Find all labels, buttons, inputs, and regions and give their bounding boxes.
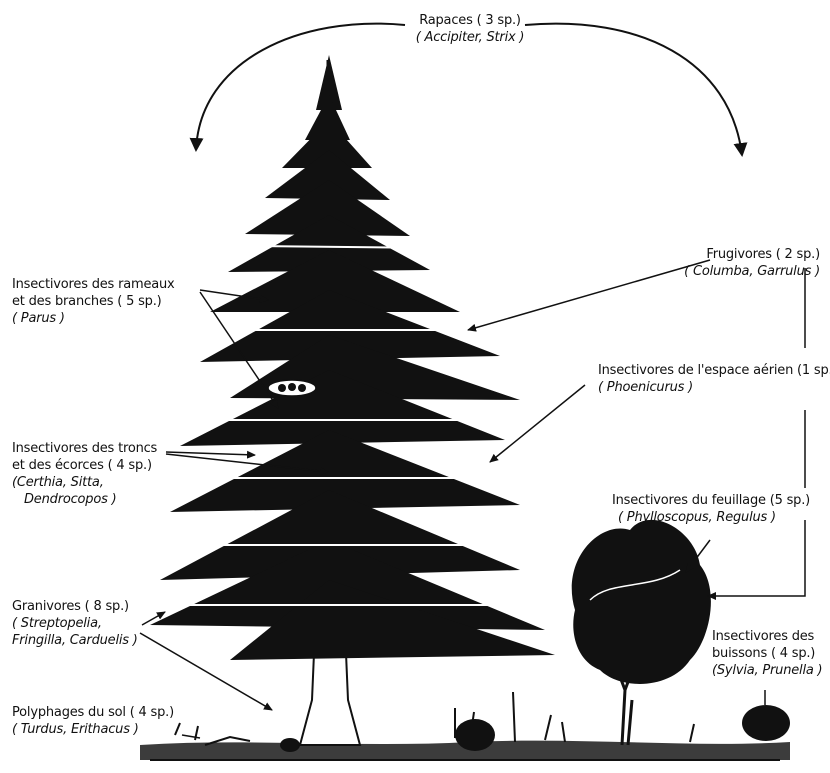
- nest-with-eggs: [268, 380, 316, 396]
- label-buissons: Insectivores des buissons ( 4 sp.) (Sylv…: [712, 628, 822, 679]
- label-feuillage: Insectivores du feuillage (5 sp.) ( Phyl…: [612, 492, 810, 526]
- ground: [140, 692, 790, 760]
- rameaux-title-2: et des branches ( 5 sp.): [12, 293, 175, 310]
- troncs-taxa-1: (Certhia, Sitta,: [12, 474, 157, 491]
- buissons-taxa: (Sylvia, Prunella ): [712, 662, 822, 679]
- label-granivores: Granivores ( 8 sp.) ( Streptopelia, Frin…: [12, 598, 138, 649]
- rameaux-taxa: ( Parus ): [12, 310, 175, 327]
- granivores-taxa-1: ( Streptopelia,: [12, 615, 138, 632]
- granivores-taxa-2: Fringilla, Carduelis ): [12, 632, 138, 649]
- label-troncs: Insectivores des troncs et des écorces (…: [12, 440, 157, 508]
- buissons-title-2: buissons ( 4 sp.): [712, 645, 822, 662]
- feuillage-title: Insectivores du feuillage (5 sp.): [612, 492, 810, 509]
- frugivores-taxa: ( Columba, Garrulus ): [660, 263, 820, 280]
- aerien-title: Insectivores de l'espace aérien (1 sp.): [598, 362, 830, 379]
- small-bush: [742, 705, 790, 741]
- feuillage-taxa: ( Phylloscopus, Regulus ): [612, 509, 810, 526]
- polyphages-taxa: ( Turdus, Erithacus ): [12, 721, 174, 738]
- troncs-title-2: et des écorces ( 4 sp.): [12, 457, 157, 474]
- granivores-title: Granivores ( 8 sp.): [12, 598, 138, 615]
- label-frugivores: Frugivores ( 2 sp.) ( Columba, Garrulus …: [660, 246, 820, 280]
- buissons-title-1: Insectivores des: [712, 628, 822, 645]
- troncs-taxa-2: Dendrocopos ): [12, 491, 157, 508]
- rameaux-title-1: Insectivores des rameaux: [12, 276, 175, 293]
- rapaces-title: Rapaces ( 3 sp.): [395, 12, 545, 29]
- aerien-taxa: ( Phoenicurus ): [598, 379, 830, 396]
- label-rameaux: Insectivores des rameaux et des branches…: [12, 276, 175, 327]
- label-rapaces: Rapaces ( 3 sp.) ( Accipiter, Strix ): [395, 12, 545, 46]
- label-polyphages: Polyphages du sol ( 4 sp.) ( Turdus, Eri…: [12, 704, 174, 738]
- spruce-crown: [150, 55, 555, 660]
- polyphages-title: Polyphages du sol ( 4 sp.): [12, 704, 174, 721]
- frugivores-title: Frugivores ( 2 sp.): [660, 246, 820, 263]
- troncs-title-1: Insectivores des troncs: [12, 440, 157, 457]
- deciduous-shrub: [572, 520, 711, 745]
- rapaces-taxa: ( Accipiter, Strix ): [395, 29, 545, 46]
- label-espace-aerien: Insectivores de l'espace aérien (1 sp.) …: [598, 362, 830, 396]
